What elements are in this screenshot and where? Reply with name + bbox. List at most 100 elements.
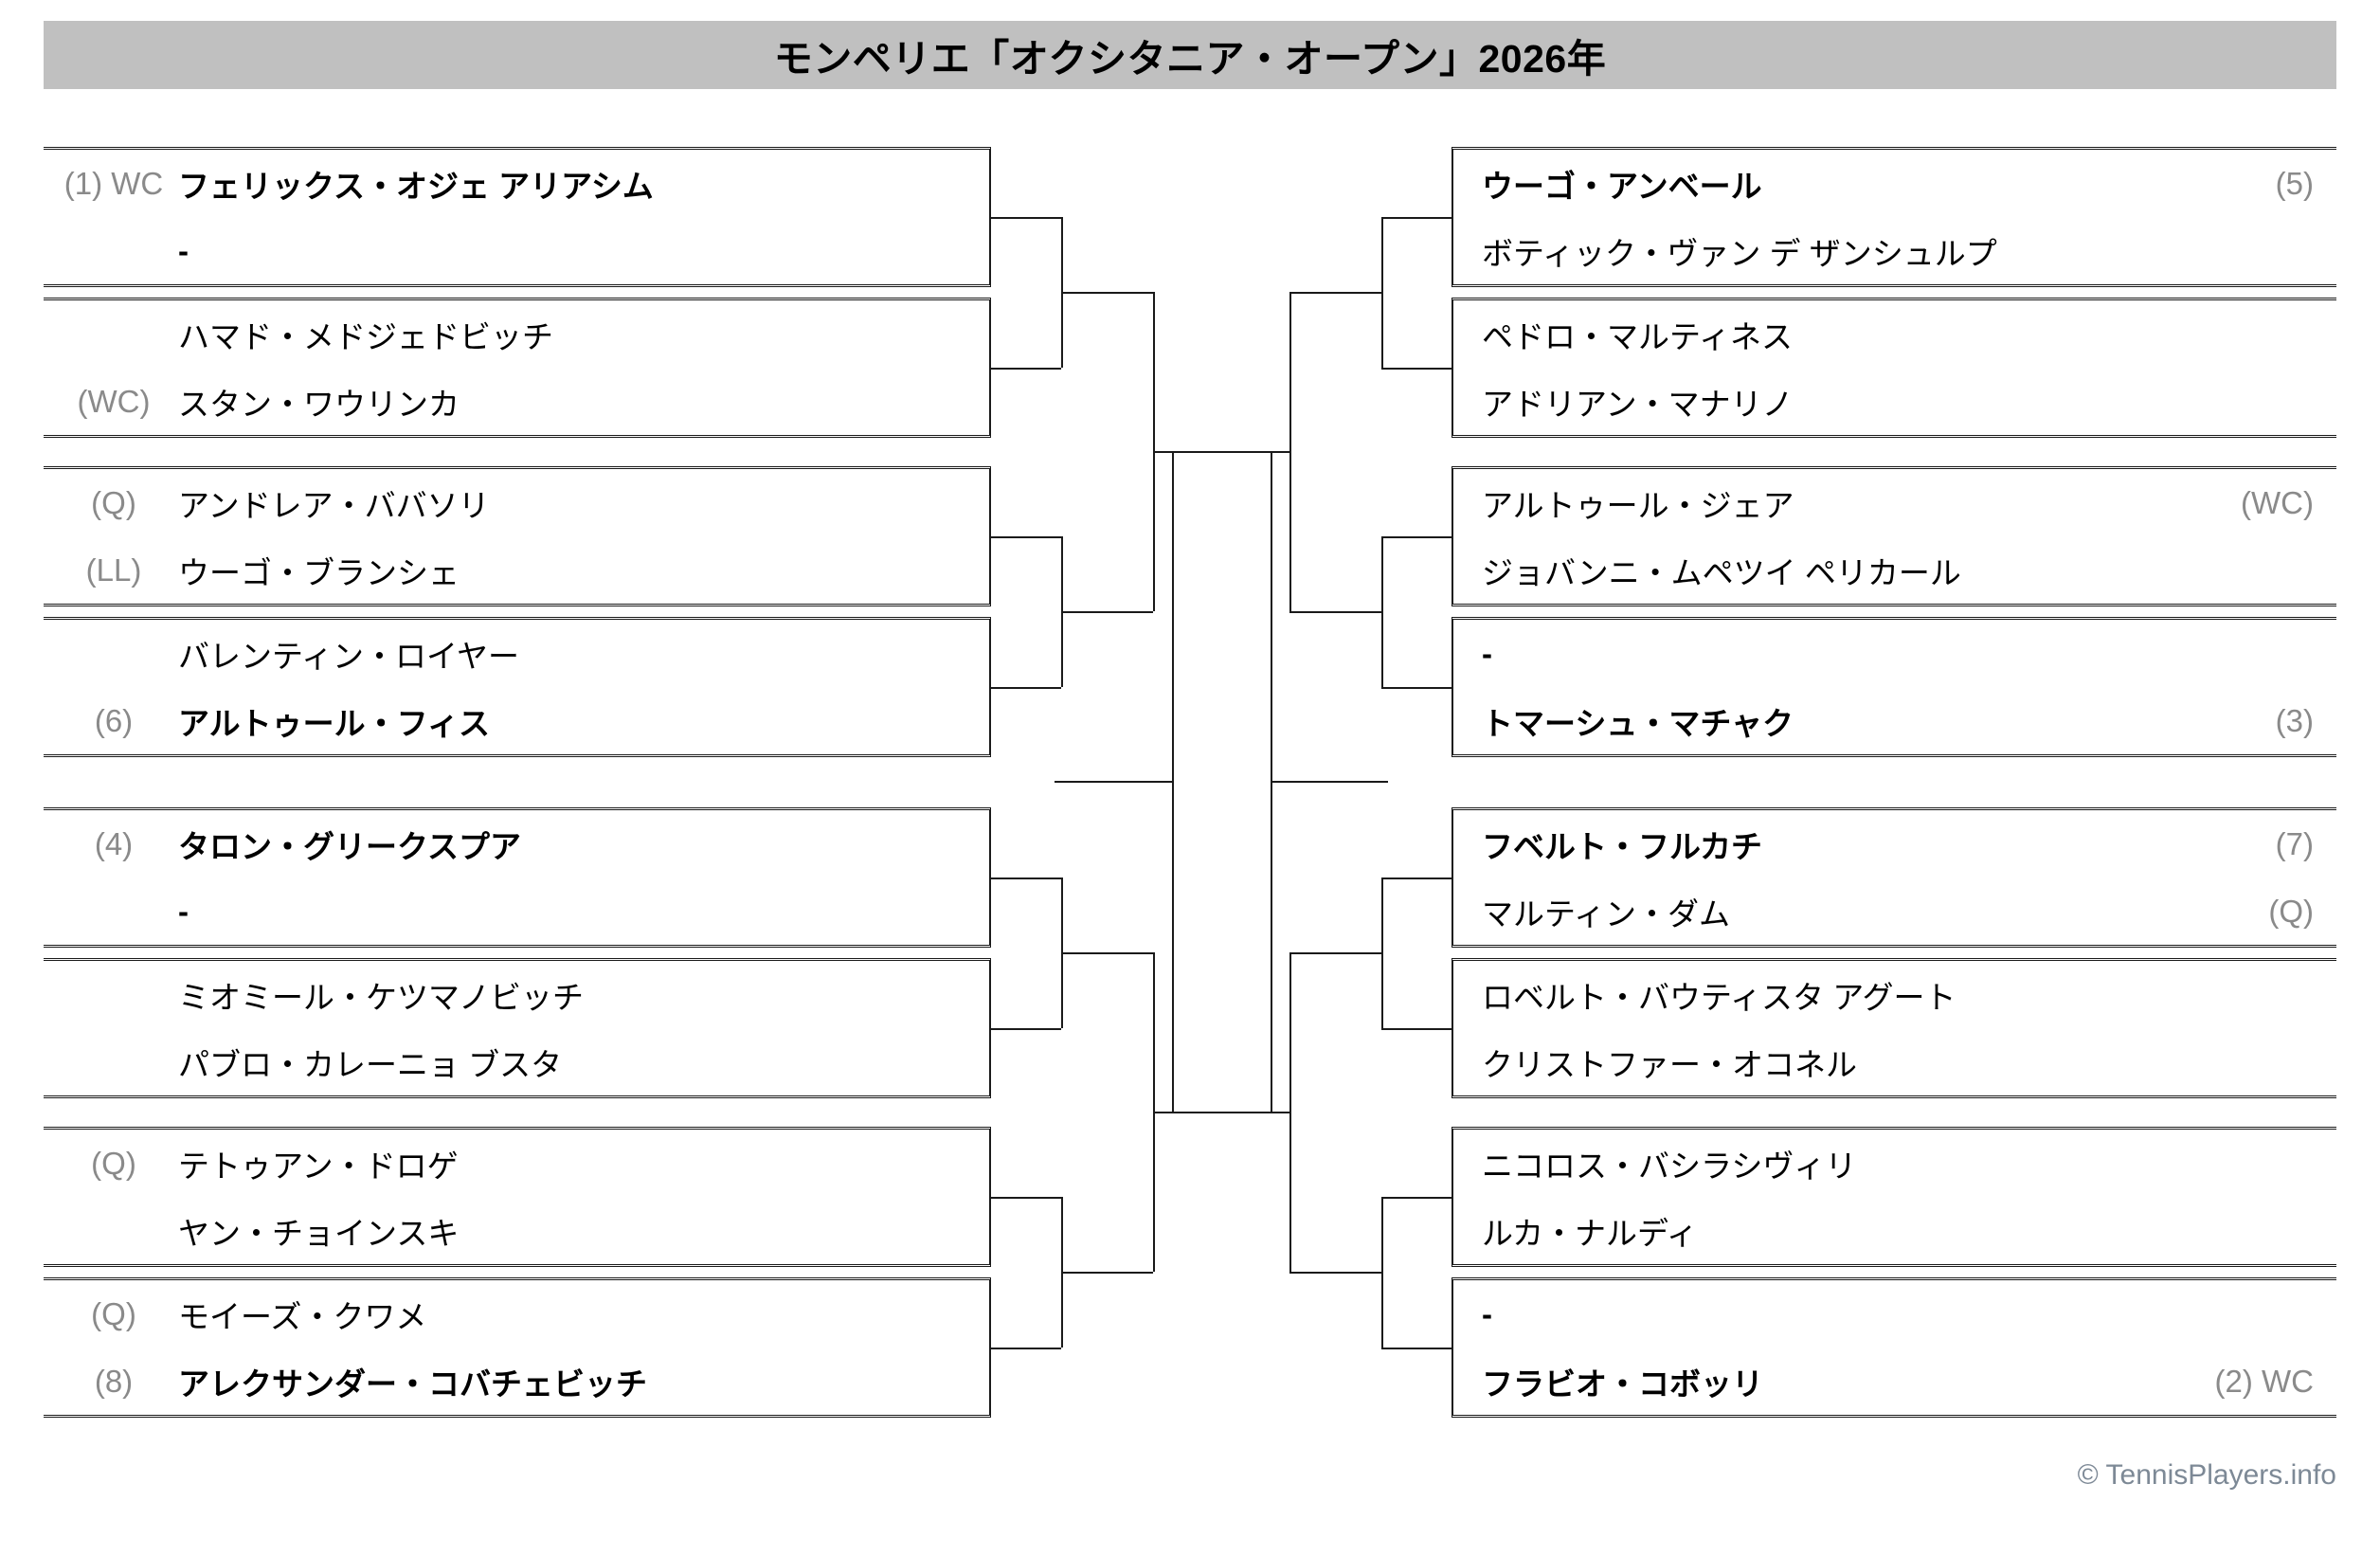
match-box[interactable]: ウーゴ・アンベール (5) ボティック・ヴァン デ ザンシュルプ bbox=[1451, 147, 2336, 287]
player-name: パブロ・カレーニョ ブスタ bbox=[178, 1046, 563, 1082]
player-row[interactable]: ミオミール・ケツマノビッチ bbox=[44, 961, 989, 1028]
bracket-connector bbox=[1289, 952, 1291, 1272]
bracket-connector bbox=[1381, 1348, 1451, 1349]
player-seed-tag: (Q) bbox=[91, 1295, 136, 1331]
player-row[interactable]: ロベルト・バウティスタ アグート bbox=[1453, 961, 2336, 1028]
player-seed-tag: (5) bbox=[2275, 165, 2314, 201]
bracket-connector bbox=[991, 878, 1061, 879]
player-row[interactable]: クリストファー・オコネル bbox=[1453, 1028, 2336, 1095]
match-box[interactable]: (4) タロン・グリークスプア - bbox=[44, 807, 991, 948]
player-name: ペドロ・マルティネス bbox=[1482, 318, 1794, 354]
player-row[interactable]: - bbox=[1453, 1280, 2336, 1348]
player-row[interactable]: (WC) スタン・ワウリンカ bbox=[44, 368, 989, 435]
player-name: ウーゴ・ブランシェ bbox=[178, 554, 460, 590]
player-row[interactable]: ウーゴ・アンベール (5) bbox=[1453, 150, 2336, 217]
player-row[interactable]: - bbox=[44, 217, 989, 284]
player-seed-tag: (6) bbox=[94, 702, 134, 738]
match-box[interactable]: - トマーシュ・マチャク (3) bbox=[1451, 617, 2336, 757]
player-row[interactable]: バレンティン・ロイヤー bbox=[44, 620, 989, 687]
player-seed-tag: (7) bbox=[2275, 825, 2314, 861]
bracket-connector bbox=[1172, 1112, 1289, 1113]
bracket-connector bbox=[1381, 217, 1383, 368]
player-seed-tag: (3) bbox=[2275, 702, 2314, 738]
bracket-connector bbox=[1381, 217, 1451, 219]
match-box[interactable]: ロベルト・バウティスタ アグート クリストファー・オコネル bbox=[1451, 958, 2336, 1098]
bracket-connector bbox=[1381, 878, 1451, 879]
player-name: フベルト・フルカチ bbox=[1482, 828, 1763, 864]
match-box[interactable]: - フラビオ・コボッリ (2) WC bbox=[1451, 1277, 2336, 1418]
player-name: クリストファー・オコネル bbox=[1482, 1046, 1857, 1082]
player-row[interactable]: ニコロス・バシラシヴィリ bbox=[1453, 1130, 2336, 1197]
player-seed-tag: (LL) bbox=[85, 552, 142, 588]
player-name: ジョバンニ・ムペツイ ペリカール bbox=[1482, 554, 1961, 590]
player-name: - bbox=[1482, 1295, 1492, 1331]
player-row[interactable]: パブロ・カレーニョ ブスタ bbox=[44, 1028, 989, 1095]
match-box[interactable]: ペドロ・マルティネス アドリアン・マナリノ bbox=[1451, 298, 2336, 438]
player-row[interactable]: (Q) アンドレア・ババソリ bbox=[44, 469, 989, 536]
match-box[interactable]: (Q) テトゥアン・ドロゲ ヤン・チョインスキ bbox=[44, 1127, 991, 1267]
bracket-connector bbox=[991, 536, 1061, 538]
player-row[interactable]: (Q) テトゥアン・ドロゲ bbox=[44, 1130, 989, 1197]
player-name: スタン・ワウリンカ bbox=[178, 386, 460, 422]
player-seed-tag: (Q) bbox=[2268, 893, 2314, 929]
player-row[interactable]: - bbox=[1453, 620, 2336, 687]
match-box[interactable]: ミオミール・ケツマノビッチ パブロ・カレーニョ ブスタ bbox=[44, 958, 991, 1098]
player-name: アンドレア・ババソリ bbox=[178, 487, 490, 523]
player-row[interactable]: (6) アルトゥール・フィス bbox=[44, 687, 989, 754]
player-row[interactable]: ハマド・メドジェドビッチ bbox=[44, 300, 989, 368]
bracket-connector bbox=[1381, 1197, 1451, 1199]
player-name: - bbox=[1482, 635, 1492, 671]
match-box[interactable]: フベルト・フルカチ (7) マルティン・ダム (Q) bbox=[1451, 807, 2336, 948]
player-seed-tag: (4) bbox=[94, 825, 134, 861]
match-box[interactable]: (Q) アンドレア・ババソリ (LL) ウーゴ・ブランシェ bbox=[44, 466, 991, 606]
player-seed-tag: (WC) bbox=[77, 383, 151, 419]
player-name: ルカ・ナルディ bbox=[1482, 1215, 1698, 1251]
player-seed-tag: (WC) bbox=[2241, 484, 2314, 520]
bracket-connector bbox=[1381, 1028, 1451, 1030]
player-row[interactable]: ボティック・ヴァン デ ザンシュルプ bbox=[1453, 217, 2336, 284]
match-box[interactable]: アルトゥール・ジェア (WC) ジョバンニ・ムペツイ ペリカール bbox=[1451, 466, 2336, 606]
player-row[interactable]: - bbox=[44, 878, 989, 945]
match-box[interactable]: (1) WC フェリックス・オジェ アリアシム - bbox=[44, 147, 991, 287]
bracket-connector bbox=[1289, 1272, 1381, 1274]
player-seed-tag: (Q) bbox=[91, 484, 136, 520]
player-row[interactable]: (LL) ウーゴ・ブランシェ bbox=[44, 536, 989, 604]
player-name: ニコロス・バシラシヴィリ bbox=[1482, 1148, 1857, 1184]
player-row[interactable]: (1) WC フェリックス・オジェ アリアシム bbox=[44, 150, 989, 217]
player-row[interactable]: マルティン・ダム (Q) bbox=[1453, 878, 2336, 945]
player-row[interactable]: ペドロ・マルティネス bbox=[1453, 300, 2336, 368]
player-row[interactable]: トマーシュ・マチャク (3) bbox=[1453, 687, 2336, 754]
bracket-connector bbox=[1381, 536, 1383, 687]
match-box[interactable]: バレンティン・ロイヤー (6) アルトゥール・フィス bbox=[44, 617, 991, 757]
bracket-connector bbox=[991, 1348, 1061, 1349]
player-row[interactable]: (Q) モイーズ・クワメ bbox=[44, 1280, 989, 1348]
bracket-connector bbox=[1289, 611, 1381, 613]
player-row[interactable]: (8) アレクサンダー・コバチェビッチ bbox=[44, 1348, 989, 1415]
bracket-connector bbox=[991, 368, 1061, 370]
player-seed-tag: (2) WC bbox=[2214, 1363, 2314, 1399]
bracket-connector bbox=[991, 687, 1061, 689]
player-name: フラビオ・コボッリ bbox=[1482, 1366, 1763, 1402]
player-row[interactable]: ジョバンニ・ムペツイ ペリカール bbox=[1453, 536, 2336, 604]
player-row[interactable]: ルカ・ナルディ bbox=[1453, 1197, 2336, 1264]
match-box[interactable]: ハマド・メドジェドビッチ (WC) スタン・ワウリンカ bbox=[44, 298, 991, 438]
player-seed-tag: (1) WC bbox=[63, 165, 164, 201]
player-row[interactable]: アドリアン・マナリノ bbox=[1453, 368, 2336, 435]
bracket-connector bbox=[1172, 451, 1289, 453]
bracket-connector bbox=[1289, 952, 1381, 954]
player-name: アレクサンダー・コバチェビッチ bbox=[178, 1366, 647, 1402]
player-name: アルトゥール・ジェア bbox=[1482, 487, 1794, 523]
bracket-connector bbox=[1061, 1272, 1153, 1274]
player-row[interactable]: ヤン・チョインスキ bbox=[44, 1197, 989, 1264]
bracket-connector bbox=[991, 1028, 1061, 1030]
match-box[interactable]: (Q) モイーズ・クワメ (8) アレクサンダー・コバチェビッチ bbox=[44, 1277, 991, 1418]
bracket-connector bbox=[991, 1197, 1061, 1199]
player-row[interactable]: (4) タロン・グリークスプア bbox=[44, 810, 989, 878]
player-row[interactable]: フベルト・フルカチ (7) bbox=[1453, 810, 2336, 878]
copyright-notice: © TennisPlayers.info bbox=[2077, 1459, 2336, 1491]
player-row[interactable]: アルトゥール・ジェア (WC) bbox=[1453, 469, 2336, 536]
match-box[interactable]: ニコロス・バシラシヴィリ ルカ・ナルディ bbox=[1451, 1127, 2336, 1267]
player-name: ウーゴ・アンベール bbox=[1482, 168, 1762, 204]
player-row[interactable]: フラビオ・コボッリ (2) WC bbox=[1453, 1348, 2336, 1415]
player-name: ロベルト・バウティスタ アグート bbox=[1482, 979, 1956, 1015]
